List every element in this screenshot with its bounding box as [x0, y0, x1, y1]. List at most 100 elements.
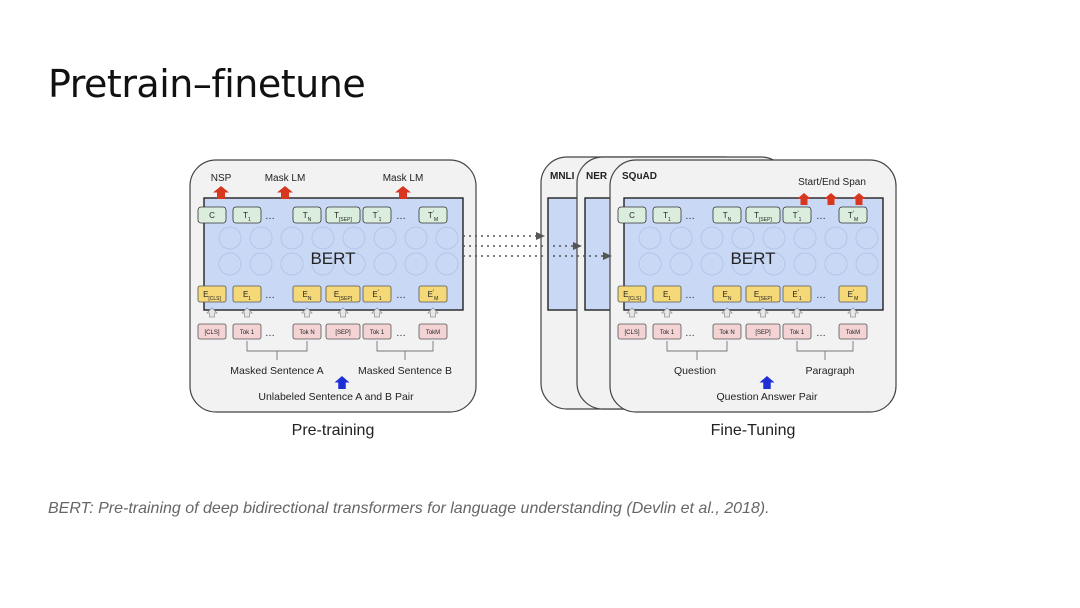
input-token	[292, 323, 322, 340]
output-ellipsis: …	[396, 211, 406, 222]
bert-node-circle	[731, 226, 755, 250]
head-label: Mask LM	[265, 173, 306, 184]
input-token	[745, 323, 781, 340]
output-token	[712, 206, 742, 224]
output-token-label: T[SEP]	[754, 211, 772, 223]
output-token-label: C	[629, 211, 635, 220]
bert-node-circle	[311, 252, 335, 276]
input-token-label: [CLS]	[624, 330, 639, 336]
input-arrow	[334, 376, 350, 389]
input-token-label: Tok N	[299, 330, 314, 336]
bert-node-circle	[824, 252, 848, 276]
connector-arrow	[791, 307, 803, 318]
connector-arrow	[301, 307, 313, 318]
bert-node-circle	[373, 226, 397, 250]
connector-arrow	[847, 307, 859, 318]
output-token	[745, 206, 781, 224]
input-token	[325, 323, 361, 340]
bert-node-circle	[638, 226, 662, 250]
bert-node-circle	[731, 252, 755, 276]
output-token-label: TN	[303, 211, 312, 223]
bert-node-circle	[280, 252, 304, 276]
citation-caption: BERT: Pre-training of deep bidirectional…	[48, 500, 770, 517]
embedding-label: EN	[723, 290, 732, 302]
bert-node-circle	[218, 226, 242, 250]
embedding-label: EN	[303, 290, 312, 302]
segment-a-label: Question	[674, 365, 716, 377]
embedding-label: E'1	[792, 290, 802, 302]
transfer-arrow-head	[603, 252, 612, 260]
head-label: NSP	[211, 173, 232, 184]
embedding-ellipsis: …	[265, 290, 275, 301]
input-token-label: Tok 1	[660, 330, 675, 336]
embedding-label: E[SEP]	[334, 290, 353, 302]
input-token	[418, 323, 448, 340]
head-label: Mask LM	[383, 173, 424, 184]
output-token	[292, 206, 322, 224]
input-token-label: TokM	[426, 330, 440, 336]
output-token-label: T'1	[373, 211, 382, 223]
segment-b-label: Masked Sentence B	[358, 365, 452, 377]
embedding-label: E[CLS]	[203, 290, 221, 302]
output-token	[197, 206, 227, 224]
head-arrow	[395, 186, 411, 199]
input-token-label: [CLS]	[204, 330, 219, 336]
bert-node-circle	[249, 226, 273, 250]
embedding-ellipsis: …	[396, 290, 406, 301]
head-arrow	[277, 186, 293, 199]
embedding-token	[232, 285, 262, 303]
panel-caption: Fine-Tuning	[711, 422, 796, 439]
input-token	[362, 323, 392, 340]
input-label: Unlabeled Sentence A and B Pair	[258, 391, 414, 403]
connector-arrow	[337, 307, 349, 318]
output-token	[418, 206, 448, 224]
embedding-token	[838, 285, 868, 303]
embedding-token	[418, 285, 448, 303]
span-arrow	[824, 193, 838, 205]
panel-caption: Pre-training	[292, 422, 375, 439]
embedding-token	[197, 285, 227, 303]
input-ellipsis: …	[816, 328, 826, 339]
output-ellipsis: …	[685, 211, 695, 222]
transfer-arrows	[463, 232, 612, 260]
bert-node-circle	[669, 226, 693, 250]
connector-arrow	[206, 307, 218, 318]
embedding-label: E'M	[848, 290, 859, 302]
bert-node-circle	[342, 252, 366, 276]
bert-node-circle	[342, 226, 366, 250]
bert-node-circle	[669, 252, 693, 276]
input-label: Question Answer Pair	[717, 391, 818, 403]
embedding-token	[362, 285, 392, 303]
output-token	[362, 206, 392, 224]
input-token-label: Tok 1	[240, 330, 255, 336]
embedding-token	[292, 285, 322, 303]
bert-node-circle	[762, 252, 786, 276]
embedding-ellipsis: …	[685, 290, 695, 301]
input-token-label: TokM	[846, 330, 860, 336]
embedding-label: E'1	[372, 290, 382, 302]
input-ellipsis: …	[265, 328, 275, 339]
input-ellipsis: …	[396, 328, 406, 339]
input-token-label: [SEP]	[335, 330, 351, 336]
output-token	[838, 206, 868, 224]
connector-arrow	[661, 307, 673, 318]
bert-node-circle	[218, 252, 242, 276]
embedding-label: E'M	[428, 290, 439, 302]
bert-node-circle	[793, 226, 817, 250]
bert-node-circle	[700, 252, 724, 276]
bert-node-circle	[435, 252, 459, 276]
segment-b-label: Paragraph	[805, 365, 854, 377]
transfer-arrow-head	[536, 232, 545, 240]
embedding-token	[782, 285, 812, 303]
input-token-label: [SEP]	[755, 330, 771, 336]
bert-label: BERT	[310, 249, 355, 268]
output-token-label: T[SEP]	[334, 211, 352, 223]
connector-arrow	[721, 307, 733, 318]
output-token-label: T1	[663, 211, 671, 223]
slide-title: Pretrain–finetune	[48, 62, 366, 106]
input-token	[712, 323, 742, 340]
input-token-label: Tok 1	[790, 330, 805, 336]
output-token-label: C	[209, 211, 215, 220]
output-token	[325, 206, 361, 224]
